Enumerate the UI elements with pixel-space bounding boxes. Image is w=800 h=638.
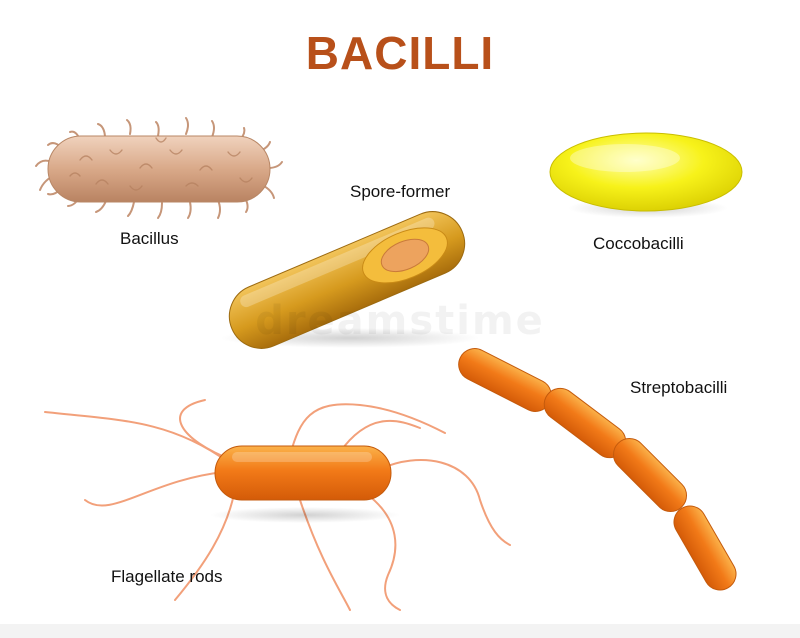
coccobacilli-cell: [549, 132, 743, 218]
streptobacilli-chain: [458, 348, 737, 591]
spore: [362, 227, 448, 284]
diagram-title: BACILLI: [305, 27, 495, 79]
label-coccobacilli: Coccobacilli: [593, 234, 684, 253]
spore-former-cell: [220, 211, 480, 349]
label-flagellate-rods: Flagellate rods: [111, 567, 223, 586]
label-spore-former: Spore-former: [350, 182, 451, 201]
watermark: dreamstime: [255, 298, 545, 344]
label-streptobacilli: Streptobacilli: [630, 378, 728, 397]
label-bacillus: Bacillus: [120, 229, 179, 248]
bacillus-cell: [35, 117, 283, 219]
footer-bar: [0, 624, 800, 638]
flagellate-rod: [44, 399, 511, 611]
